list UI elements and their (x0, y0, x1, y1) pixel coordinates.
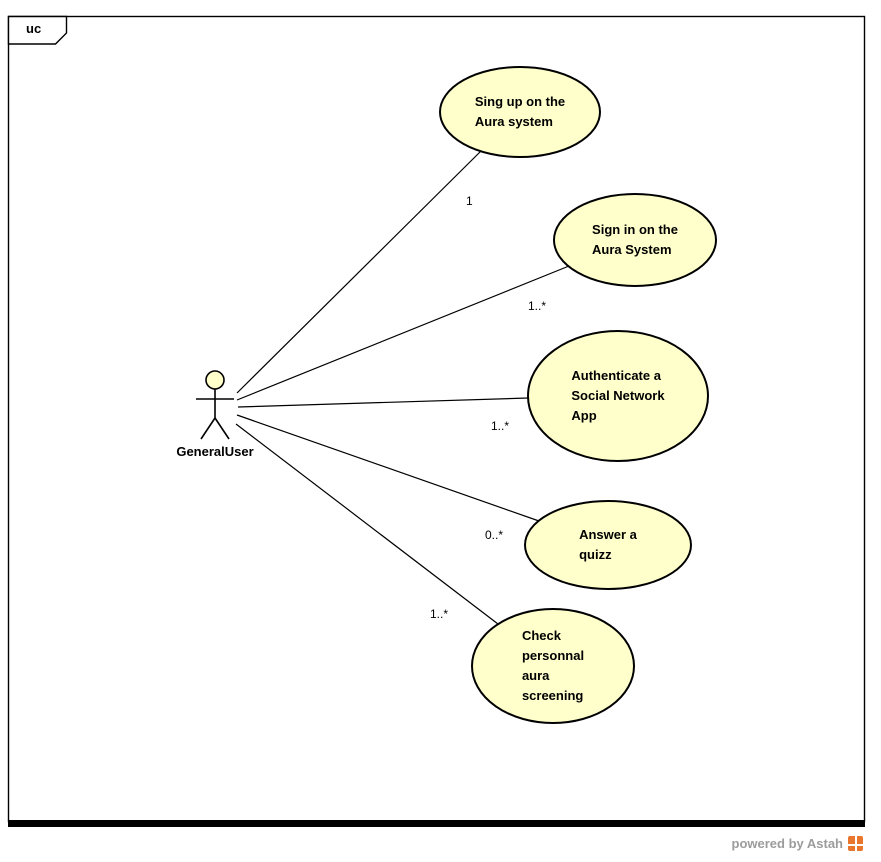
actor-right-leg (214, 417, 230, 440)
multiplicity-label-screening: 1..* (430, 607, 449, 621)
use-case-ellipse-signin[interactable] (553, 193, 717, 287)
multiplicity-label-quizz: 0..* (485, 528, 504, 542)
diagram-frame (7, 15, 866, 823)
frame-tab (7, 15, 68, 45)
frame-tag-label: uc (26, 21, 42, 36)
astah-logo-icon (848, 836, 863, 851)
frame-bottom-bar (8, 820, 865, 827)
multiplicity-label-authenticate: 1..* (491, 419, 510, 433)
multiplicity-label-signin: 1..* (528, 299, 547, 313)
actor-general-user[interactable] (196, 370, 234, 440)
association-line-quizz (236, 414, 540, 522)
actor-label: GeneralUser (176, 444, 254, 459)
association-line-authenticate (237, 397, 529, 408)
actor-head (205, 370, 225, 390)
watermark-text: powered by Astah (731, 836, 843, 851)
use-case-ellipse-signup[interactable] (439, 66, 601, 158)
use-case-ellipse-screening[interactable] (471, 608, 635, 724)
association-line-signup (236, 150, 482, 394)
actor-left-leg (200, 417, 216, 440)
watermark: powered by Astah (732, 836, 863, 851)
use-case-ellipse-authenticate[interactable] (527, 330, 709, 462)
multiplicity-label-signup: 1 (466, 194, 473, 208)
association-line-signin (236, 265, 570, 401)
use-case-ellipse-quizz[interactable] (524, 500, 692, 590)
association-line-screening (235, 423, 499, 625)
